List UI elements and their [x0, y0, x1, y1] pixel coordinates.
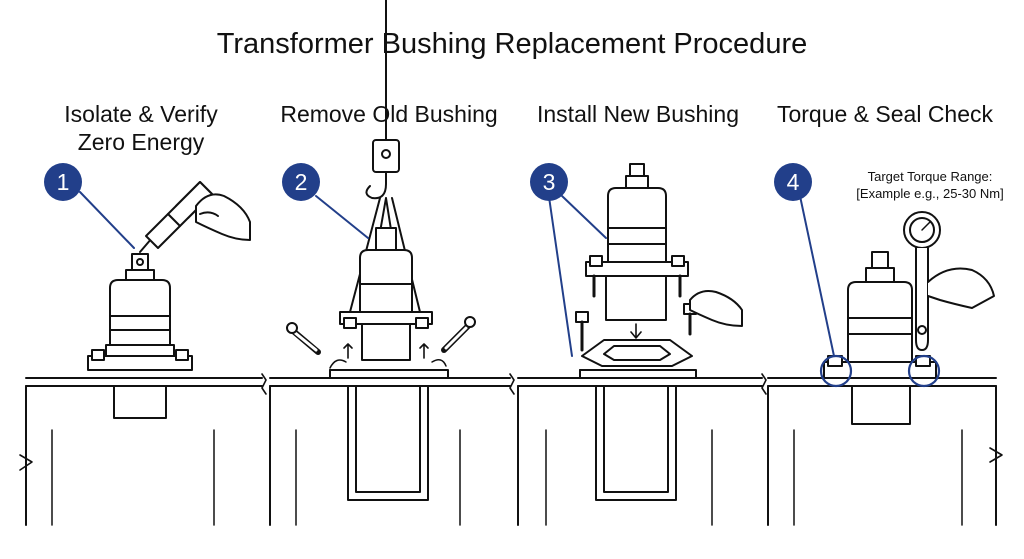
- removed-bolts: [286, 316, 476, 369]
- bushing-final: [823, 251, 937, 425]
- step-1-badge: 1: [44, 163, 82, 201]
- step-4-badge: 4: [774, 163, 812, 201]
- step-2-title: Remove Old Bushing: [280, 101, 498, 127]
- bushing-installed: [87, 253, 193, 419]
- torque-wrench: [903, 211, 995, 351]
- step-3-title: Install New Bushing: [537, 101, 739, 127]
- seal-check-circles: [819, 354, 941, 388]
- gasket: [581, 339, 693, 367]
- new-bolts-and-hand: [575, 290, 743, 352]
- torque-note-line2: [Example e.g., 25-30 Nm]: [856, 186, 1004, 201]
- bushing-pocket-3: [579, 369, 697, 501]
- step-2-badge: 2: [282, 163, 320, 201]
- bushing-pocket: [329, 369, 449, 501]
- step-1-title: Isolate & Verify Zero Energy: [64, 101, 218, 155]
- voltage-tester: [139, 181, 251, 253]
- leader-lines: [79, 189, 835, 357]
- bushing-lifted: [339, 227, 433, 361]
- step-3-badge: 3: [530, 163, 568, 201]
- torque-note-line1: Target Torque Range:: [867, 169, 993, 184]
- step-4-title: Torque & Seal Check: [776, 101, 994, 127]
- page-title: Transformer Bushing Replacement Procedur…: [216, 28, 808, 60]
- new-bushing: [585, 163, 689, 339]
